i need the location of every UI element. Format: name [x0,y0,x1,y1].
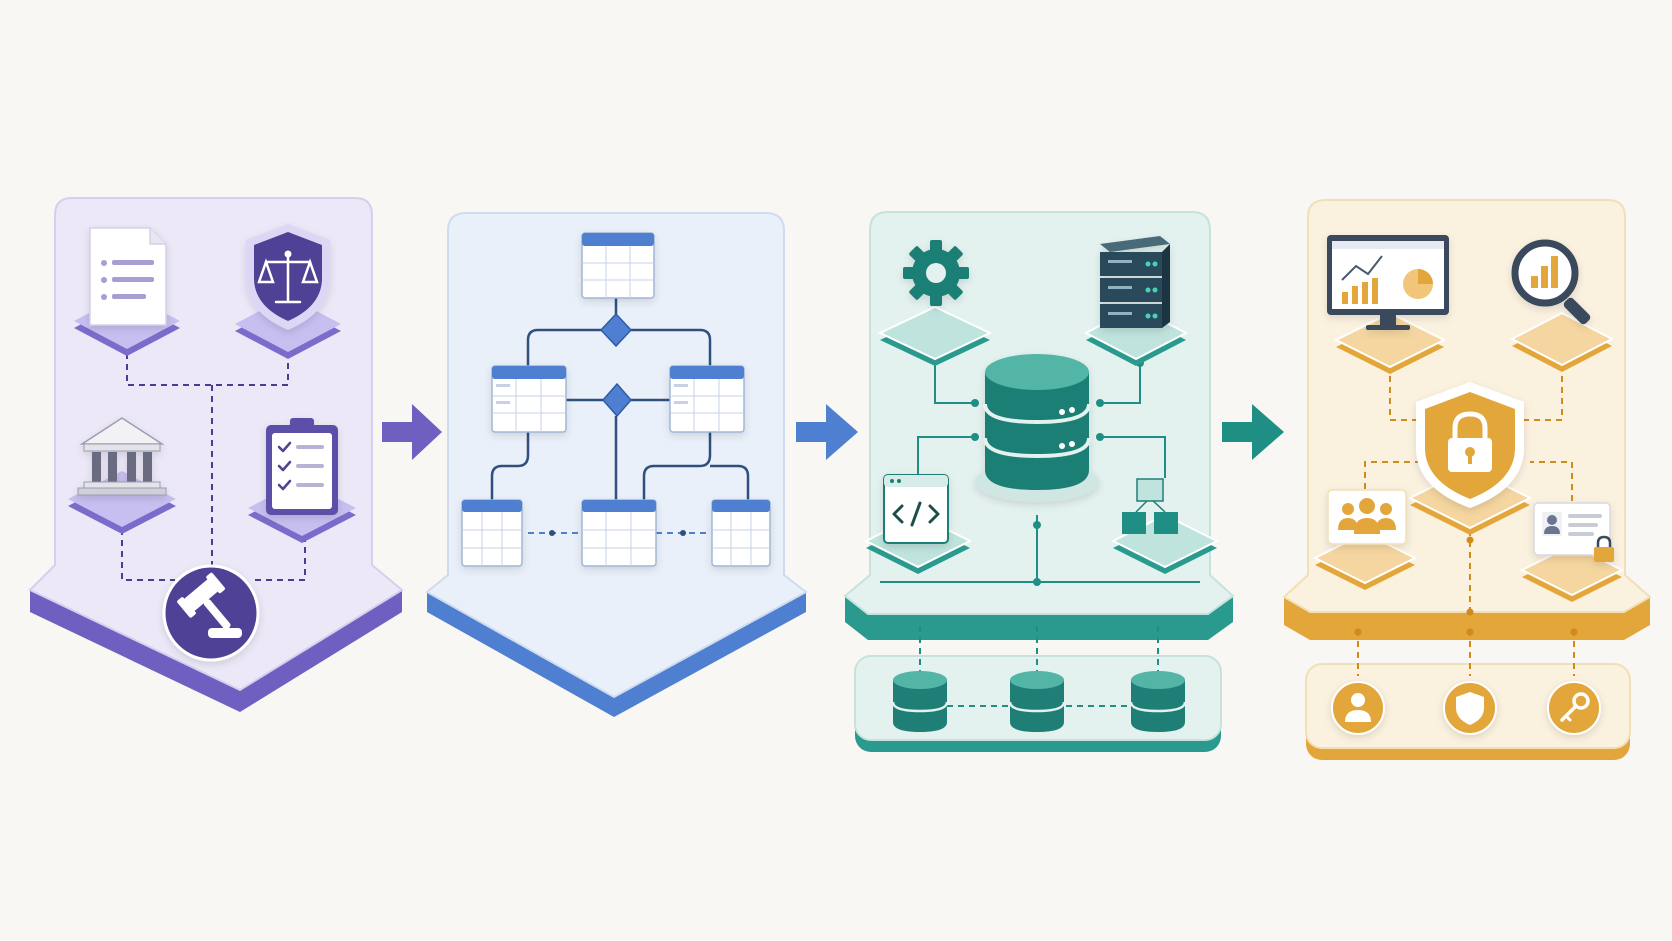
gear-icon [903,240,969,306]
gavel-icon [177,572,242,638]
id-card-tile [1519,502,1625,602]
gavel-badge [162,564,260,662]
scales-shield-tile [235,224,341,359]
governance-stage [28,197,404,712]
database-icon [891,671,949,732]
analytics-magnifier-tile [1509,239,1615,372]
dashed-links [919,626,1159,707]
team-tile [1312,489,1418,590]
lock-shield-tile [1407,382,1533,535]
table-icon [491,365,567,433]
document-icon [89,227,167,326]
connector-lines [490,298,750,500]
scales-shield-icon [246,224,330,330]
dashboard-monitor-icon [1327,235,1449,330]
key-icon [1547,681,1601,735]
shield-icon [1443,681,1497,735]
institution-tile [68,417,176,534]
lock-shield-icon [1416,382,1524,508]
table-icon [669,365,745,433]
database-icon [1129,671,1187,732]
arrow-right-icon [1222,404,1284,460]
decision-diamond-icon [599,312,633,418]
cubes-icon [1122,478,1178,534]
checklist-tile [248,418,356,543]
server-rack-tile [1083,236,1189,366]
table-icon [581,232,655,299]
gear-tile [877,240,993,366]
table-icon [711,499,771,567]
code-window-icon [883,474,949,544]
database-icon [1008,671,1066,732]
institution-icon [77,417,167,496]
user-icon [1331,681,1385,735]
checklist-icon [266,418,338,515]
server-rack-icon [1100,236,1170,328]
cubes-tile [1110,478,1220,574]
arrow-right-icon [382,404,442,460]
team-icon [1327,489,1407,545]
connector-lines [1357,365,1575,676]
infrastructure-stage [843,211,1235,752]
connector-lines [121,342,306,581]
code-window-tile [863,474,973,574]
security-analytics-stage [1282,199,1652,760]
id-card-lock-icon [1533,502,1614,562]
arrow-right-icon [796,404,858,460]
data-model-stage [425,212,808,717]
table-icon [461,499,523,567]
table-icon [581,499,657,567]
database-icon [975,354,1099,502]
analytics-magnifier-icon [1511,239,1591,325]
document-tile [74,227,180,356]
dashboard-monitor-tile [1327,235,1449,374]
